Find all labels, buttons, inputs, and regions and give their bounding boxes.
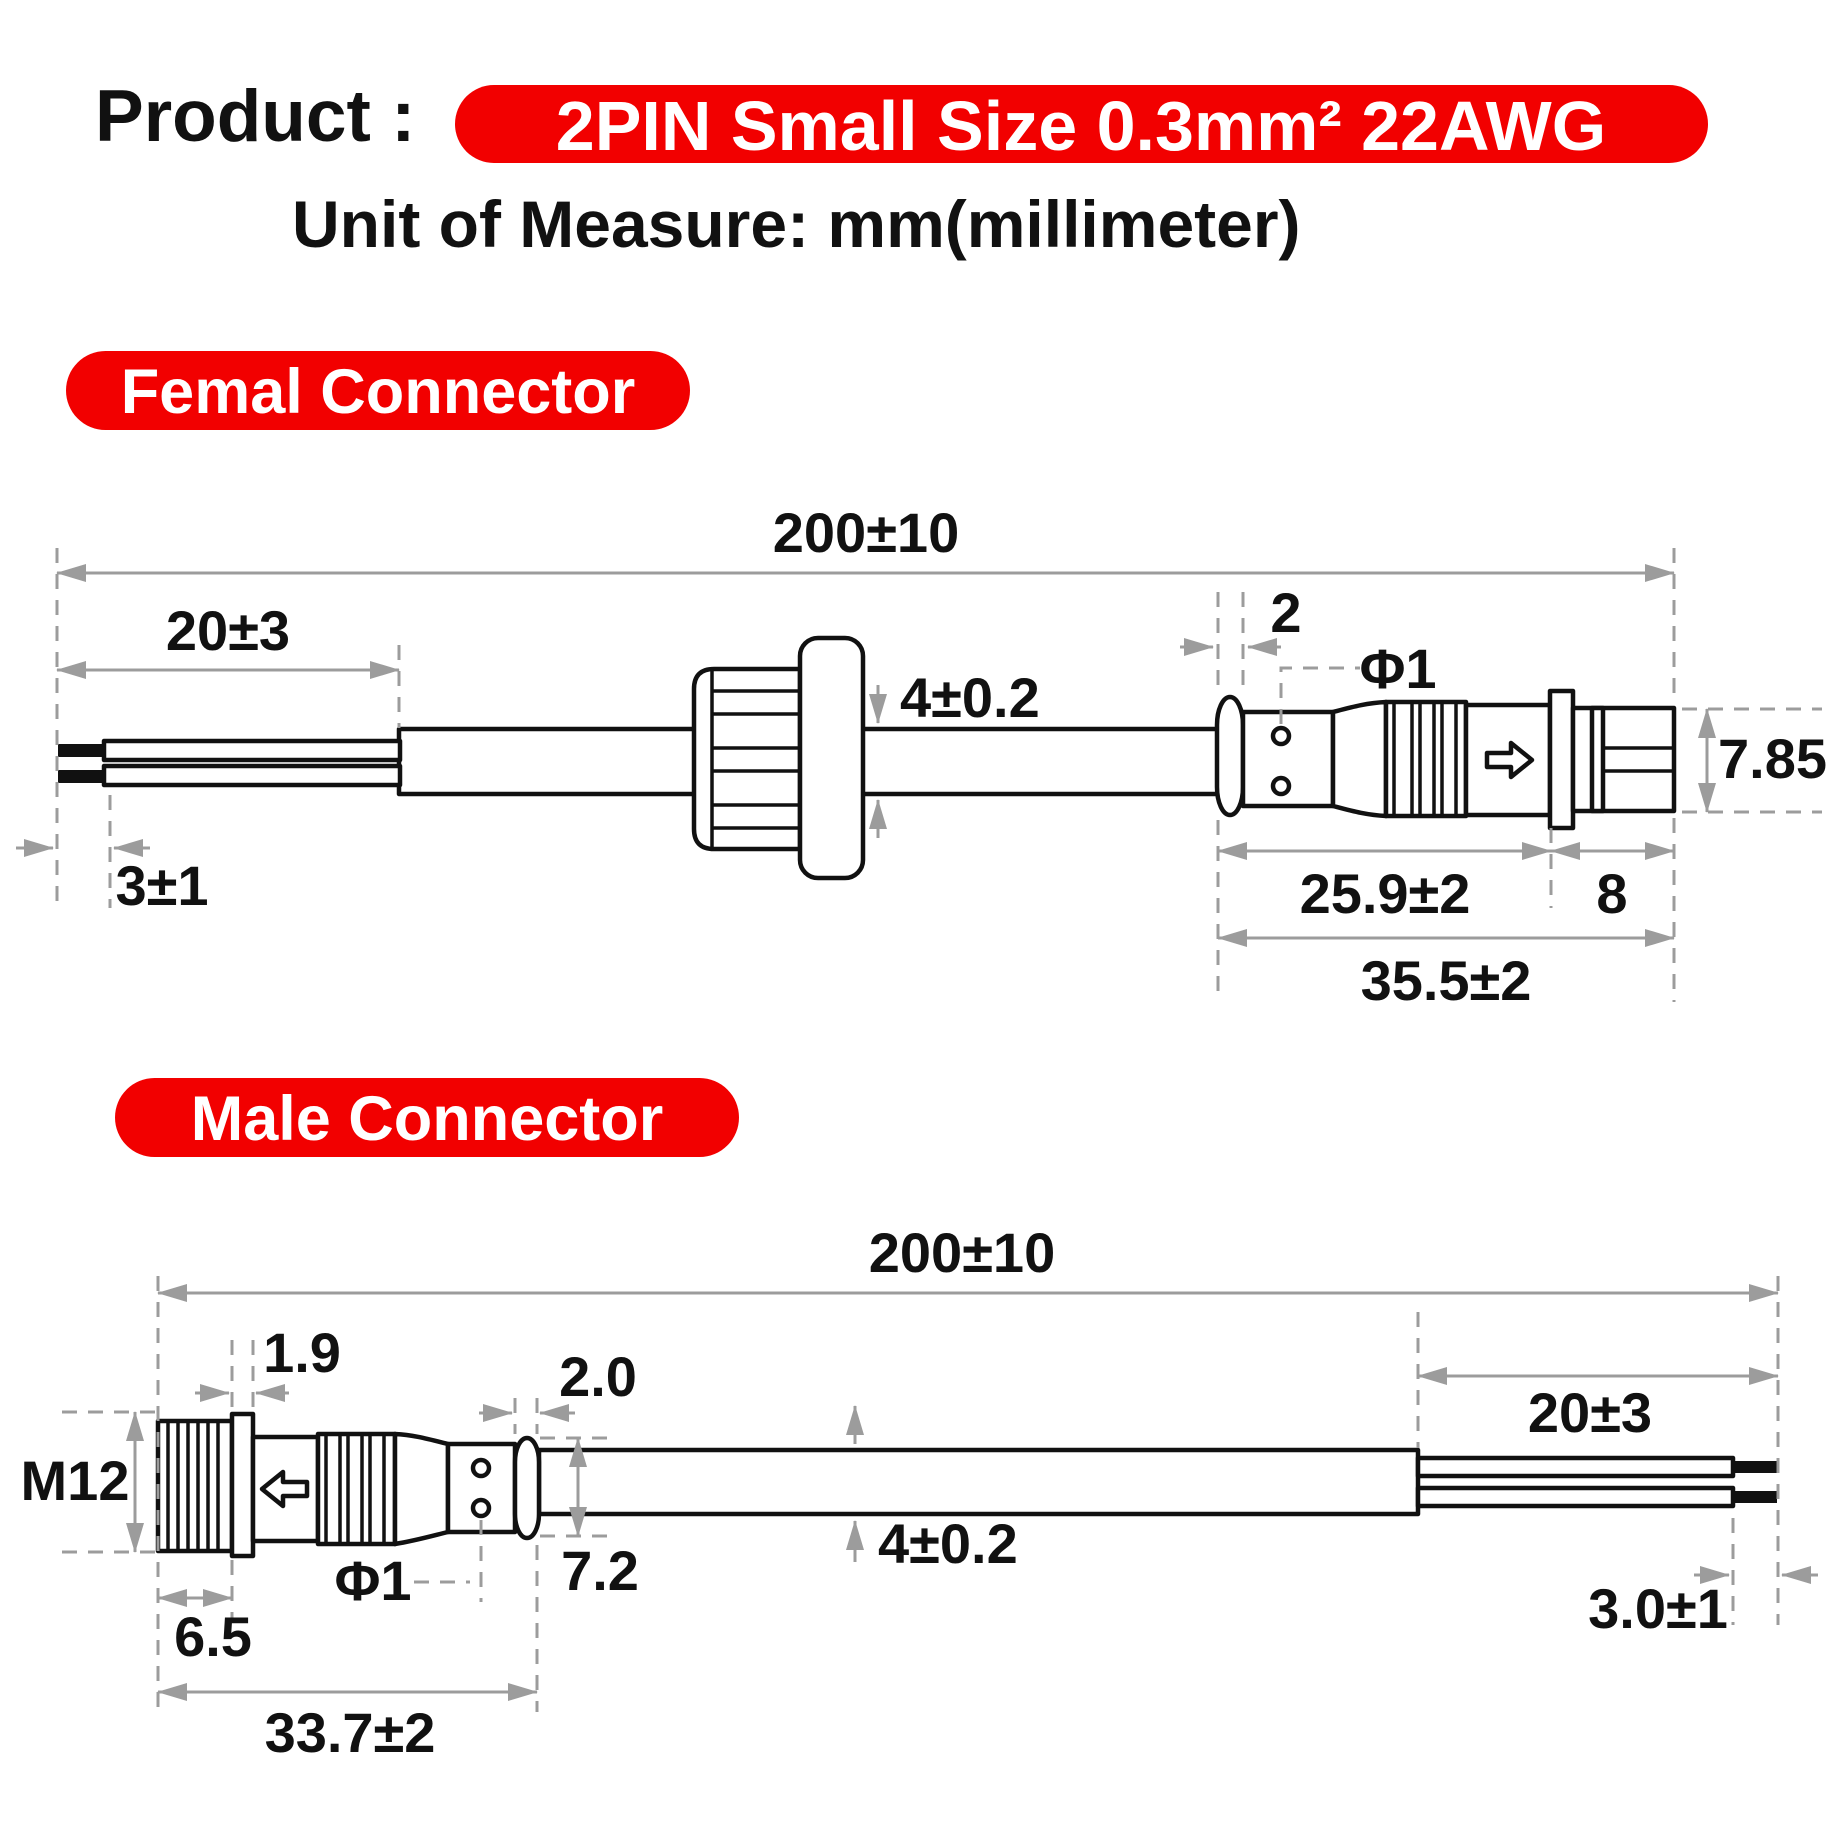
mating-direction-arrow-icon (259, 1469, 310, 1509)
female-pin-hole-upper (1270, 725, 1292, 747)
female-drawing (58, 635, 1677, 881)
male-section-label: Male Connector (191, 1084, 664, 1154)
female-dim-pin-diameter: Φ1 (1359, 637, 1436, 700)
female-seal-cap (1214, 694, 1246, 818)
male-dim-lead-length: 20±3 (1528, 1381, 1652, 1444)
female-dim-lead-length: 20±3 (166, 599, 290, 662)
female-dimension-labels: 200±10 20±3 3±1 4±0.2 2 Φ1 7.85 25.9±2 8… (115, 501, 1827, 1012)
male-wire-tip-lower (1733, 1491, 1777, 1503)
female-dim-body-length: 25.9±2 (1300, 862, 1471, 925)
female-dim-total-length: 200±10 (773, 501, 959, 564)
male-section: Male Connector (21, 1078, 1818, 1764)
female-wires (58, 738, 403, 788)
female-dimension-lines (16, 564, 1716, 947)
male-dim-cap-width: 2.0 (559, 1345, 637, 1408)
female-wire-tip-lower (58, 770, 106, 783)
female-section-badge (66, 351, 690, 430)
title-block: Product : 2PIN Small Size 0.3mm² 22AWG U… (95, 76, 1708, 261)
mating-direction-arrow-icon (1484, 740, 1535, 780)
female-dim-socket-height: 7.85 (1718, 727, 1827, 790)
male-dim-seal-height: 7.2 (561, 1539, 639, 1602)
female-dim-strip-length: 3±1 (115, 854, 208, 917)
male-section-badge (115, 1078, 739, 1157)
female-flange (1547, 688, 1576, 831)
male-drawing (155, 1411, 1777, 1559)
male-dimension-lines (126, 1284, 1818, 1701)
male-seal-cap (512, 1435, 542, 1541)
female-gland-nut (691, 635, 866, 881)
male-dim-pin-diameter: Φ1 (334, 1549, 411, 1612)
female-pin-hole-lower (1270, 775, 1292, 797)
male-pin-lower (470, 1497, 492, 1519)
male-dim-flange-width: 1.9 (263, 1321, 341, 1384)
male-pin-upper (470, 1457, 492, 1479)
male-wires (1415, 1455, 1777, 1509)
male-dim-thread-length: 6.5 (174, 1605, 252, 1668)
product-label: Product : (95, 76, 415, 157)
female-dim-head-length: 35.5±2 (1361, 949, 1532, 1012)
male-flange (229, 1411, 256, 1559)
female-dim-socket-length: 8 (1596, 862, 1627, 925)
male-dim-thread-size: M12 (21, 1449, 130, 1512)
product-value: 2PIN Small Size 0.3mm² 22AWG (556, 87, 1606, 165)
female-section-label: Femal Connector (121, 357, 636, 427)
male-dim-strip-length: 3.0±1 (1588, 1577, 1728, 1640)
male-dim-total-length: 200±10 (869, 1221, 1055, 1284)
male-wire-tip-upper (1733, 1461, 1777, 1473)
female-socket (1570, 705, 1677, 814)
male-dim-cable-diameter: 4±0.2 (878, 1512, 1018, 1575)
male-cable (536, 1447, 1421, 1517)
female-connector-head (1214, 688, 1677, 831)
product-highlight-badge (455, 85, 1708, 163)
male-dimension-labels: 200±10 20±3 1.9 2.0 M12 Φ1 7.2 4±0.2 6.5… (21, 1221, 1728, 1764)
unit-of-measure: Unit of Measure: mm(millimeter) (292, 187, 1301, 261)
female-dim-cable-diameter: 4±0.2 (900, 666, 1040, 729)
female-gland-cap (797, 635, 866, 881)
female-section: Femal Connector (16, 351, 1827, 1012)
male-connector-head (155, 1411, 542, 1559)
female-dim-cap-width: 2 (1270, 581, 1301, 644)
female-wire-tip-upper (58, 744, 106, 757)
male-dim-head-length: 33.7±2 (265, 1701, 436, 1764)
